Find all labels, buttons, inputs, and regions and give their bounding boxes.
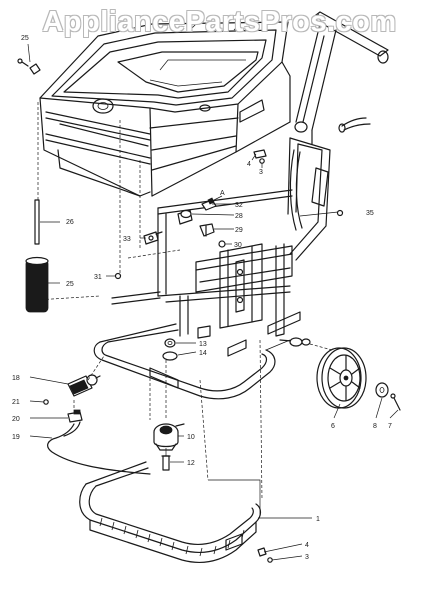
nut-tray-3 bbox=[267, 557, 273, 563]
callout-35: 35 bbox=[366, 210, 374, 217]
callout-4-lower: 4 bbox=[305, 542, 309, 549]
chassis-frame bbox=[111, 189, 333, 351]
callout-10: 10 bbox=[187, 434, 195, 441]
callout-1: 1 bbox=[316, 516, 320, 523]
cotter-pin bbox=[390, 393, 401, 411]
callout-25: 25 bbox=[66, 281, 74, 288]
gear-motor bbox=[153, 423, 185, 451]
callout-19: 19 bbox=[12, 434, 20, 441]
push-handle bbox=[287, 11, 389, 261]
agitator-rod bbox=[34, 199, 40, 245]
callout-7: 7 bbox=[388, 423, 392, 430]
callout-3-upper: 3 bbox=[259, 169, 263, 176]
callout-A: A bbox=[220, 190, 225, 197]
wheel bbox=[316, 347, 367, 409]
callout-30: 30 bbox=[234, 242, 242, 249]
callout-12: 12 bbox=[187, 460, 195, 467]
callout-25-top: 25 bbox=[21, 35, 29, 42]
bolt-handle-upper bbox=[253, 149, 267, 164]
wire-connector bbox=[67, 409, 83, 423]
bolt-tray-4 bbox=[257, 547, 267, 557]
bolt-31 bbox=[114, 272, 122, 280]
screw-21 bbox=[43, 399, 49, 405]
knob-32 bbox=[201, 197, 217, 211]
callout-labels: 25 4 3 A 32 35 26 28 33 29 30 25 31 13 1… bbox=[12, 35, 392, 561]
leader-lines bbox=[27, 43, 399, 561]
bushing-13 bbox=[164, 338, 176, 348]
agitator-cylinder bbox=[25, 256, 49, 313]
callout-28: 28 bbox=[235, 213, 243, 220]
bolt-35 bbox=[336, 209, 344, 217]
wheel-washer bbox=[375, 382, 389, 398]
hopper-tank bbox=[39, 21, 291, 197]
bottom-tray bbox=[79, 461, 262, 563]
callout-31: 31 bbox=[94, 274, 102, 281]
callout-3-lower: 3 bbox=[305, 554, 309, 561]
callout-20: 20 bbox=[12, 416, 20, 423]
callout-6: 6 bbox=[331, 423, 335, 430]
valve-33 bbox=[143, 231, 163, 245]
bolt-12 bbox=[161, 448, 171, 471]
callout-18: 18 bbox=[12, 375, 20, 382]
screw-top-left bbox=[17, 58, 41, 75]
bracket-29 bbox=[199, 223, 215, 237]
callout-21: 21 bbox=[12, 399, 20, 406]
washer-14 bbox=[162, 351, 178, 361]
callout-33: 33 bbox=[123, 236, 131, 243]
callout-14: 14 bbox=[199, 350, 207, 357]
base-frame-loop bbox=[93, 323, 291, 400]
callout-32: 32 bbox=[235, 202, 243, 209]
callout-13: 13 bbox=[199, 341, 207, 348]
fitting-28 bbox=[177, 209, 193, 225]
callout-8: 8 bbox=[373, 423, 377, 430]
callout-29: 29 bbox=[235, 227, 243, 234]
nut-30 bbox=[218, 240, 226, 248]
callout-26: 26 bbox=[66, 219, 74, 226]
power-cord bbox=[47, 421, 151, 475]
callout-4-upper: 4 bbox=[247, 161, 251, 168]
motor-switch bbox=[67, 374, 101, 397]
